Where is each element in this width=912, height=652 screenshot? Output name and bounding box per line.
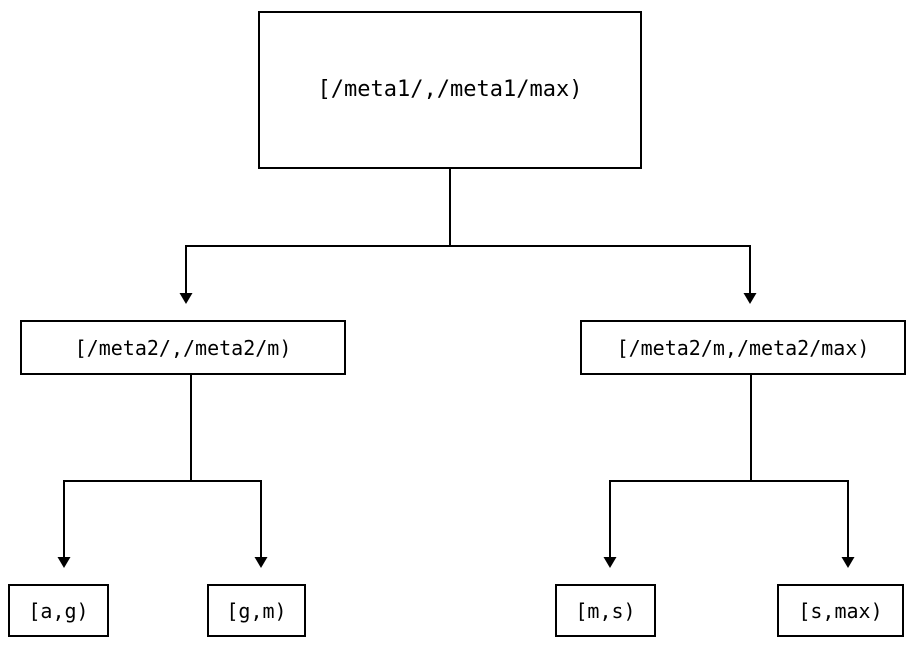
node-leaf-g-m[interactable]: [g,m) xyxy=(207,584,306,637)
arrowhead-root-to-mid-left xyxy=(179,293,193,304)
arrowhead-mid-right-to-leaf-ms xyxy=(603,557,617,568)
arrowhead-root-to-mid-right xyxy=(743,293,757,304)
node-mid-left[interactable]: [/meta2/,/meta2/m) xyxy=(20,320,346,375)
arrowhead-mid-left-to-leaf-ag xyxy=(57,557,71,568)
node-leaf-a-g[interactable]: [a,g) xyxy=(8,584,109,637)
node-mid-right[interactable]: [/meta2/m,/meta2/max) xyxy=(580,320,906,375)
node-leaf-m-s[interactable]: [m,s) xyxy=(555,584,656,637)
node-root[interactable]: [/meta1/,/meta1/max) xyxy=(258,11,642,169)
arrowhead-mid-left-to-leaf-gm xyxy=(254,557,268,568)
node-leaf-s-max[interactable]: [s,max) xyxy=(777,584,904,637)
arrowhead-mid-right-to-leaf-smax xyxy=(841,557,855,568)
